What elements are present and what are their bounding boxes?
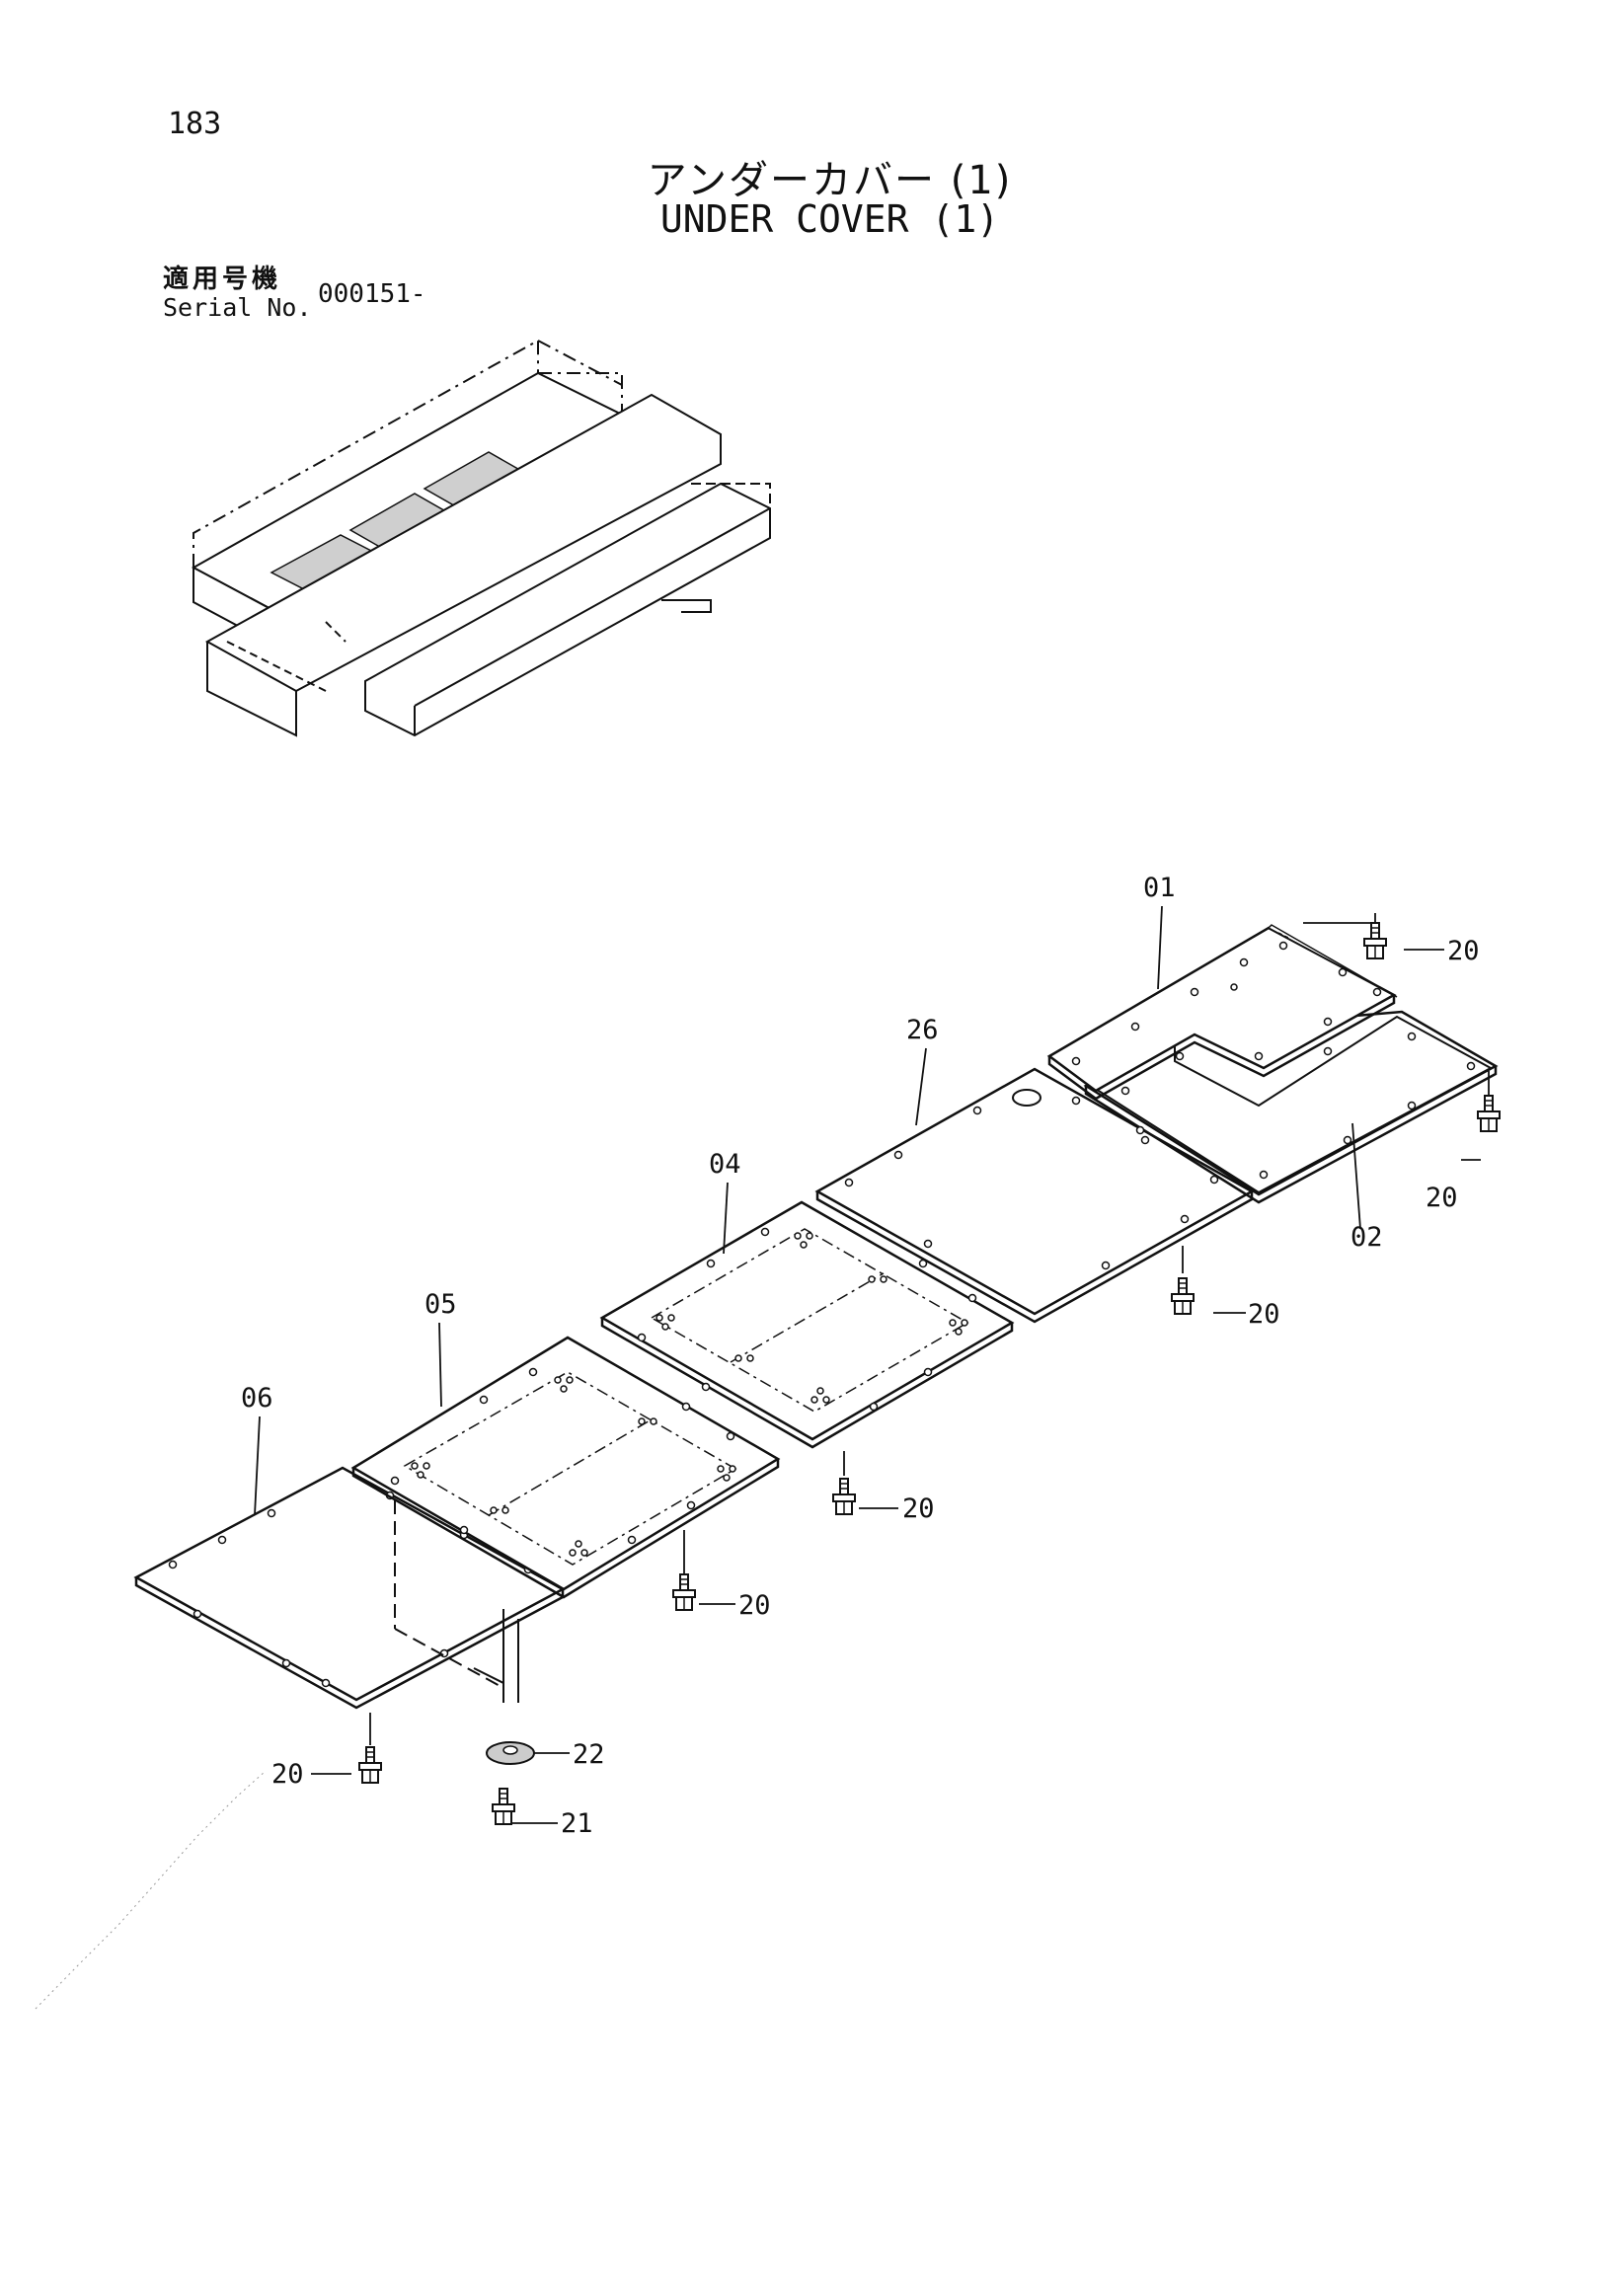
callout-20-e: 20 xyxy=(738,1590,771,1621)
serial-label-japanese: 適用号機 xyxy=(163,265,282,294)
callout-06: 06 xyxy=(241,1383,273,1414)
serial-label-english: Serial No. xyxy=(163,293,312,322)
panel-05 xyxy=(350,1336,781,1599)
panel-04 xyxy=(599,1200,1015,1449)
callout-20-b: 20 xyxy=(1426,1183,1458,1213)
bolt-20-d xyxy=(832,1478,856,1515)
serial-number-value: 000151- xyxy=(318,279,426,309)
bolt-20-f xyxy=(358,1746,382,1784)
bolt-20-a xyxy=(1363,922,1387,959)
callout-05: 05 xyxy=(424,1289,457,1320)
bolt-20-b xyxy=(1477,1095,1501,1132)
callout-04: 04 xyxy=(709,1149,741,1180)
panel-01 xyxy=(1046,923,1398,1101)
page-title-english: UNDER COVER (1) xyxy=(659,197,1000,241)
callout-02: 02 xyxy=(1350,1222,1383,1253)
callout-20-d: 20 xyxy=(902,1493,935,1524)
callout-20-f: 20 xyxy=(271,1759,304,1790)
bolt-20-c xyxy=(1171,1277,1195,1315)
callout-01: 01 xyxy=(1143,873,1176,903)
callout-20-c: 20 xyxy=(1248,1299,1280,1330)
callout-22: 22 xyxy=(573,1739,605,1770)
page-title-japanese: アンダーカバー (1) xyxy=(647,158,1013,203)
overview-sketch xyxy=(191,339,771,737)
support-dashed-lines xyxy=(394,1500,519,1703)
bolt-20-e xyxy=(672,1573,696,1611)
panel-02 xyxy=(1083,1010,1499,1204)
callout-20-a: 20 xyxy=(1447,936,1480,966)
bolt-21 xyxy=(492,1788,515,1825)
washer-22 xyxy=(486,1741,535,1765)
callout-26: 26 xyxy=(906,1015,939,1045)
leader-lines xyxy=(254,905,1490,1824)
callout-21: 21 xyxy=(561,1808,593,1839)
faint-scan-line xyxy=(35,1771,266,2010)
page-number: 183 xyxy=(168,107,222,141)
